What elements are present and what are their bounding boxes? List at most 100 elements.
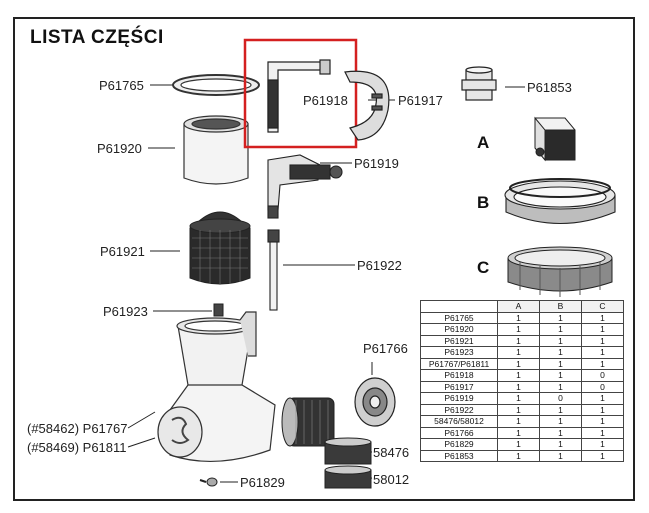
cartridge-58012-drawing (324, 465, 372, 489)
pool-label-a: A (477, 133, 490, 152)
quantity-cell: 1 (497, 449, 540, 462)
quantity-cell: 1 (539, 380, 582, 393)
quantity-cell: 1 (497, 426, 540, 439)
label-p61829: P61829 (240, 475, 285, 490)
quantity-cell: 1 (539, 415, 582, 428)
highlight-box (243, 38, 358, 149)
pool-a-box-drawing (534, 116, 576, 162)
quantity-cell: 0 (539, 392, 582, 405)
quantity-cell: 1 (539, 449, 582, 462)
quantity-cell: 1 (581, 357, 624, 370)
cartridge-58476-drawing (324, 437, 372, 465)
label-p61921: P61921 (100, 244, 145, 259)
quantity-cell: 0 (581, 369, 624, 382)
basket-drawing (189, 211, 251, 285)
cartridge-drawing (281, 397, 335, 447)
skimmer-body-drawing (157, 311, 276, 463)
quantity-cell: 1 (539, 369, 582, 382)
quantity-cell: 1 (539, 426, 582, 439)
skimmer-housing-drawing (183, 115, 249, 185)
quantity-cell: 1 (539, 323, 582, 336)
pool-label-b: B (477, 193, 490, 212)
quantity-cell: 1 (581, 403, 624, 416)
pool-c-drawing (507, 246, 613, 297)
quantity-cell: 1 (497, 323, 540, 336)
quantity-cell: 1 (497, 334, 540, 347)
part-number-cell: P61918 (420, 369, 498, 382)
quantity-cell: 1 (497, 403, 540, 416)
quantity-cell: 1 (581, 334, 624, 347)
part-number-cell: P61919 (420, 392, 498, 405)
quantity-cell: 1 (539, 403, 582, 416)
quantity-cell: 1 (539, 357, 582, 370)
label-p61917: P61917 (398, 93, 443, 108)
pool-b-drawing (504, 178, 616, 224)
part-number-cell: P61765 (420, 311, 498, 324)
quantity-cell: 1 (581, 438, 624, 451)
quantity-cell: 1 (539, 438, 582, 451)
quantity-cell: 1 (581, 346, 624, 359)
label-p61920: P61920 (97, 141, 142, 156)
quantity-cell: 1 (497, 369, 540, 382)
quantity-cell: 1 (497, 346, 540, 359)
label-p61765: P61765 (99, 78, 144, 93)
table-header-cell (420, 300, 498, 313)
label-p61767: (#58462) P61767 (27, 421, 128, 436)
hanger-drawing (267, 59, 331, 133)
label-p61919: P61919 (354, 156, 399, 171)
pipe-drawing (267, 229, 280, 311)
quantity-cell: 1 (581, 392, 624, 405)
quantity-cell: 1 (497, 380, 540, 393)
part-number-cell: P61923 (420, 346, 498, 359)
label-p61923: P61923 (103, 304, 148, 319)
part-number-cell: P61921 (420, 334, 498, 347)
label-p61918: P61918 (303, 93, 348, 108)
label-58012: 58012 (373, 472, 410, 487)
table-header-cell: A (497, 300, 540, 313)
bracket-drawing (344, 70, 390, 141)
valve-drawing (267, 154, 343, 219)
part-number-cell: P61766 (420, 426, 498, 439)
part-number-cell: P61767/P61811 (420, 357, 498, 370)
quantity-cell: 1 (581, 449, 624, 462)
quantity-cell: 1 (581, 426, 624, 439)
gasket-ring-drawing (172, 74, 260, 96)
quantity-cell: 0 (581, 380, 624, 393)
quantity-cell: 1 (497, 415, 540, 428)
table-header-cell: B (539, 300, 582, 313)
label-58476: 58476 (373, 445, 410, 460)
quantity-cell: 1 (497, 311, 540, 324)
page-title: LISTA CZĘŚCI (30, 27, 164, 48)
quantity-cell: 1 (581, 415, 624, 428)
quantity-cell: 1 (497, 357, 540, 370)
label-p61811: (#58469) P61811 (27, 440, 127, 455)
quantity-cell: 1 (497, 438, 540, 451)
table-header-cell: C (581, 300, 624, 313)
part-number-cell: P61917 (420, 380, 498, 393)
part-number-cell: 58476/58012 (420, 415, 498, 428)
part-number-cell: P61829 (420, 438, 498, 451)
quantity-cell: 1 (539, 311, 582, 324)
label-p61853: P61853 (527, 80, 572, 95)
label-p61922: P61922 (357, 258, 402, 273)
table-header-row: A B C (420, 300, 624, 313)
screw-drawing (199, 477, 218, 487)
cap-drawing (354, 377, 396, 427)
label-p61766: P61766 (363, 341, 408, 356)
quantity-cell: 1 (539, 346, 582, 359)
pool-label-c: C (477, 258, 490, 277)
